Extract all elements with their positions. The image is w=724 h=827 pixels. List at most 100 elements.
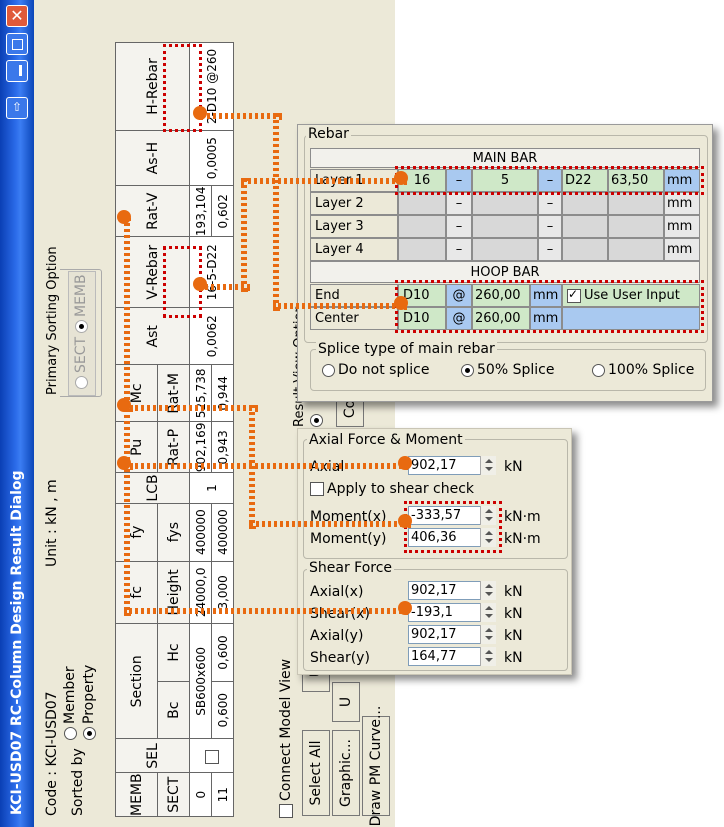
splice-none-radio[interactable]: Do not splice xyxy=(322,362,429,378)
layer-cover[interactable] xyxy=(608,238,664,261)
shear-y-input[interactable]: 164,77 xyxy=(408,647,496,666)
layer-cover[interactable]: 63,50 xyxy=(608,169,664,192)
col-header: Mc xyxy=(115,364,158,422)
primary-sorting-box: SECT MEMB xyxy=(68,271,96,396)
hoop-spacing[interactable]: 260,00 xyxy=(472,307,530,330)
sort-memb-radio[interactable]: MEMB xyxy=(73,274,89,333)
radio-icon xyxy=(592,363,605,377)
layer-count-2[interactable]: 5 xyxy=(472,169,538,192)
shear-force-group-label: Shear Force xyxy=(307,560,395,576)
splice-100-label: 100% Splice xyxy=(608,362,695,378)
layer-cover[interactable] xyxy=(608,192,664,215)
sort-memb-label: MEMB xyxy=(73,274,89,317)
sort-property-radio[interactable]: Property xyxy=(81,665,97,740)
maximize-button[interactable] xyxy=(6,33,28,55)
splice-group-label: Splice type of main rebar xyxy=(316,341,497,357)
rebar-group-label: Rebar xyxy=(306,126,351,142)
table-cell: 0,600 xyxy=(211,623,234,682)
hoop-unit: mm xyxy=(530,284,562,307)
layer-count-2[interactable] xyxy=(472,215,538,238)
col-header: Hc xyxy=(157,623,190,682)
table-cell: 0 xyxy=(189,772,212,817)
table-cell: 1 xyxy=(189,472,234,504)
moment-y-input[interactable]: 406,36 xyxy=(408,528,496,547)
layer-count-2[interactable] xyxy=(472,238,538,261)
select-all-button[interactable]: Select All xyxy=(302,730,330,816)
axial-y-input[interactable]: 902,17 xyxy=(408,625,496,644)
title-bar: ✕ ⇧ KCI-USD07 RC-Column Design Result Di… xyxy=(0,0,34,827)
col-header: SECT xyxy=(157,772,190,817)
graphic-button[interactable]: Graphic... xyxy=(332,730,360,816)
axial-x-spinner[interactable] xyxy=(480,581,496,600)
hoop-name: Center xyxy=(310,307,398,330)
use-user-input-checkbox[interactable]: Use User Input xyxy=(562,284,700,307)
draw-pm-curve-button[interactable]: Draw PM Curve... xyxy=(362,706,390,826)
radio-icon xyxy=(74,320,88,333)
table-cell: 0,0005 xyxy=(189,130,234,186)
layer-name: Layer 3 xyxy=(310,215,398,238)
axial-x-label: Axial(x) xyxy=(310,584,364,600)
splice-50-label: 50% Splice xyxy=(477,362,555,378)
hoop-spacing[interactable]: 260,00 xyxy=(472,284,530,307)
callout-dot xyxy=(398,601,412,615)
layer-unit: mm xyxy=(664,169,700,192)
sort-sect-radio[interactable]: SECT xyxy=(73,337,89,389)
radio-icon xyxy=(309,414,323,427)
moment-x-spinner[interactable] xyxy=(480,506,496,525)
table-cell: 24000,0 xyxy=(189,561,212,624)
layer-count-1[interactable] xyxy=(398,192,446,215)
select-checkbox[interactable] xyxy=(189,738,234,773)
shear-x-spinner[interactable] xyxy=(480,603,496,622)
axial-y-unit: kN xyxy=(504,628,523,644)
layer-diameter[interactable] xyxy=(562,238,608,261)
result-view-radio[interactable] xyxy=(308,411,324,427)
hoop-diameter[interactable]: D10 xyxy=(398,307,446,330)
layer-count-2[interactable] xyxy=(472,192,538,215)
axial-spinner[interactable] xyxy=(480,456,496,475)
connect-model-view-checkbox[interactable]: Connect Model View xyxy=(278,659,294,818)
apply-shear-checkbox[interactable]: Apply to shear check xyxy=(310,481,474,497)
layer-count-1[interactable] xyxy=(398,215,446,238)
layer-diameter[interactable] xyxy=(562,192,608,215)
u-button-2[interactable]: U xyxy=(332,682,360,722)
moment-x-input[interactable]: -333,57 xyxy=(408,506,496,525)
layer-cover[interactable] xyxy=(608,215,664,238)
layer-count-1[interactable]: 16 xyxy=(398,169,446,192)
shear-x-input[interactable]: -193,1 xyxy=(408,603,496,622)
rebar-panel: Rebar MAIN BAR HOOP BAR Layer 1 16 – 5 –… xyxy=(297,124,713,402)
table-cell: SB600x600 xyxy=(189,623,212,739)
layer-diameter[interactable]: D22 xyxy=(562,169,608,192)
axial-x-input[interactable]: 902,17 xyxy=(408,581,496,600)
callout-line xyxy=(124,608,408,614)
checkbox-icon xyxy=(567,287,581,303)
callout-line xyxy=(273,113,279,311)
layer-count-1[interactable] xyxy=(398,238,446,261)
layer-name: Layer 4 xyxy=(310,238,398,261)
hoop-diameter[interactable]: D10 xyxy=(398,284,446,307)
apply-shear-label: Apply to shear check xyxy=(327,481,475,497)
dialog-title: KCI-USD07 RC-Column Design Result Dialog xyxy=(9,470,25,815)
use-user-input-label: Use User Input xyxy=(584,288,680,303)
table-cell: 0,600 xyxy=(211,681,234,739)
col-header: Bc xyxy=(157,681,190,739)
help-button[interactable]: ⇧ xyxy=(6,97,28,119)
axial-moment-group-label: Axial Force & Moment xyxy=(307,432,465,448)
result-table: MEMB SEL Section fc fy LCB Pu Mc Ast V-R… xyxy=(115,42,234,817)
col-header: Section xyxy=(115,623,158,739)
minimize-button[interactable] xyxy=(6,60,28,82)
main-bar-header: MAIN BAR xyxy=(310,148,700,168)
shear-y-spinner[interactable] xyxy=(480,647,496,666)
layer-dash: – xyxy=(446,238,472,261)
unit-label: Unit : kN , m xyxy=(44,479,60,567)
table-row[interactable]: 0 SB600x600 24000,0 400000 1 902,169 525… xyxy=(189,42,234,817)
axial-y-spinner[interactable] xyxy=(480,625,496,644)
sort-member-radio[interactable]: Member xyxy=(62,666,78,740)
layer-diameter[interactable] xyxy=(562,215,608,238)
splice-50-radio[interactable]: 50% Splice xyxy=(461,362,554,378)
callout-dot xyxy=(398,514,412,528)
splice-100-radio[interactable]: 100% Splice xyxy=(592,362,694,378)
layer-dash: – xyxy=(538,215,562,238)
axial-unit: kN xyxy=(504,459,523,475)
close-button[interactable]: ✕ xyxy=(6,5,28,27)
moment-y-spinner[interactable] xyxy=(480,528,496,547)
